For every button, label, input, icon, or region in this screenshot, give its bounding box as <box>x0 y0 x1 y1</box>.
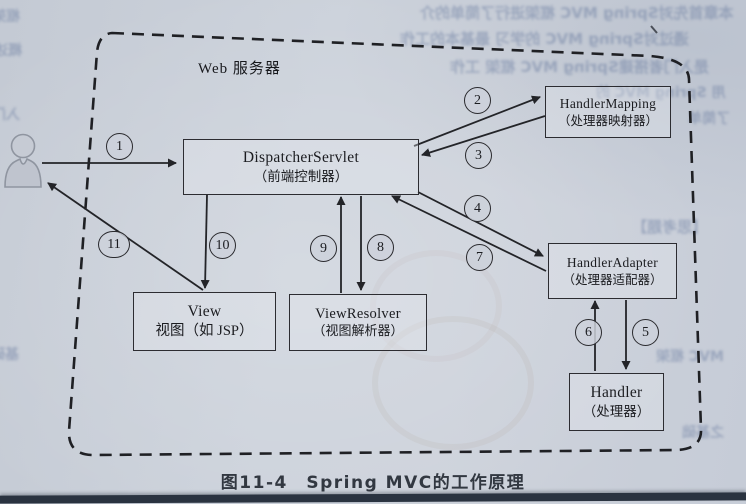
edge-2-dispatcher-to-handlermapping <box>413 95 541 147</box>
node-view-resolver: ViewResolver （视图解析器） <box>289 294 427 351</box>
step-circle-6: 6 <box>575 319 602 346</box>
user-icon <box>4 133 42 188</box>
edge-7-handleradapter-to-dispatcher <box>391 195 547 272</box>
node-title: View <box>187 303 222 320</box>
node-subtitle: （前端控制器） <box>253 169 349 185</box>
web-server-label: Web 服务器 <box>198 61 281 77</box>
step-circle-7: 7 <box>466 244 493 271</box>
node-title: ViewResolver <box>315 305 401 322</box>
node-subtitle: 视图（如 JSP） <box>155 323 254 340</box>
edge-10-dispatcher-to-view <box>200 194 210 289</box>
step-circle-2: 2 <box>464 87 491 114</box>
node-subtitle: （处理器适配器） <box>562 272 663 287</box>
node-view: View 视图（如 JSP） <box>133 292 276 351</box>
web-server-container-border <box>67 31 703 457</box>
node-subtitle: （视图解析器） <box>312 323 404 339</box>
node-handler-adapter: HandlerAdapter （处理器适配器） <box>548 243 677 299</box>
step-circle-10: 10 <box>209 232 236 259</box>
node-handler: Handler （处理器） <box>569 373 664 431</box>
figure-caption: 图11-4 Spring MVC的工作原理 <box>220 473 526 493</box>
node-title: Handler <box>590 384 643 402</box>
step-circle-1: 1 <box>106 133 133 160</box>
edge-3-handlermapping-to-dispatcher <box>421 115 546 157</box>
node-title: HandlerMapping <box>559 96 657 112</box>
step-circle-11: 11 <box>98 231 130 258</box>
stray-mark <box>650 25 658 34</box>
node-dispatcher-servlet: DispatcherServlet （前端控制器） <box>183 139 419 195</box>
step-circle-4: 4 <box>464 195 491 222</box>
node-subtitle: （处理器） <box>582 404 651 420</box>
node-subtitle: （处理器映射器） <box>557 113 658 128</box>
step-circle-9: 9 <box>310 235 337 262</box>
node-title: DispatcherServlet <box>242 149 360 167</box>
step-circle-5: 5 <box>632 319 659 346</box>
edge-4-dispatcher-to-handleradapter <box>417 191 544 257</box>
step-circle-3: 3 <box>465 142 492 169</box>
step-circle-8: 8 <box>367 234 394 261</box>
node-handler-mapping: HandlerMapping （处理器映射器） <box>545 86 671 138</box>
node-title: HandlerAdapter <box>566 255 659 271</box>
